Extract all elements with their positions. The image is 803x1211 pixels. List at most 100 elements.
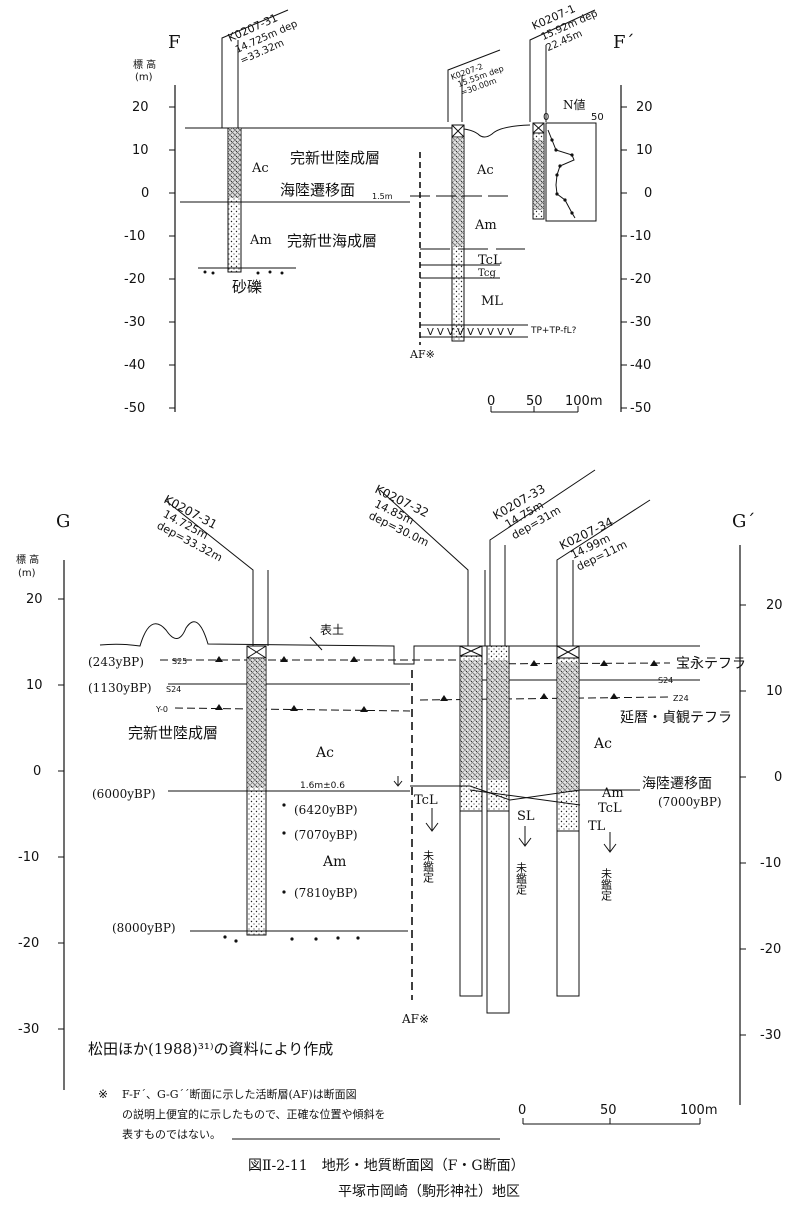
undetermined-label: 未鑑定	[422, 850, 435, 884]
unit-tcg: Tcg	[478, 268, 496, 279]
elevation-header: 標 高	[133, 58, 156, 71]
elevation-header: 標 高	[16, 553, 39, 566]
figure-caption: 図Ⅱ-2-11 地形・地質断面図（F・G断面）	[248, 1158, 525, 1174]
left-axis-ticks: 20 10 0 -10 -20 -30	[18, 592, 64, 1037]
scale-label: 100m	[680, 1103, 717, 1118]
unit-ac-right: Ac	[593, 736, 612, 752]
source-note: 松田ほか(1988)³¹⁾の資料により作成	[88, 1040, 333, 1058]
topsoil-label: 表土	[320, 623, 344, 637]
transgression-surface-label: 海陸遷移面	[642, 776, 712, 792]
unit-am-right: Am	[474, 218, 497, 233]
tick-label: -30	[760, 1028, 781, 1043]
left-axis-ticks: 20 10 0 -10 -20 -30 -40 -50	[124, 100, 175, 416]
unit-ac: Ac	[251, 161, 269, 176]
label-s24-right: S24	[658, 676, 673, 685]
tick-label: -10	[760, 856, 781, 871]
tick-label: 0	[774, 770, 782, 785]
tick-label: -20	[630, 272, 651, 287]
tick-label: -40	[630, 358, 651, 373]
svg-text:V V V V V V V V V: V V V V V V V V V	[427, 327, 514, 338]
tick-label: -50	[630, 401, 651, 416]
fault-label: AF※	[409, 348, 435, 361]
scale-label: 0	[487, 394, 495, 409]
borehole-k0207-32: K0207-32 14.85m dep=30.0m	[367, 482, 486, 997]
unit-am: Am	[322, 854, 346, 870]
tick-label: 20	[26, 592, 43, 607]
age-243: (243yBP)	[88, 655, 144, 669]
tick-label: -30	[630, 315, 651, 330]
fault-label: AF※	[401, 1012, 429, 1026]
section-g-label-left: G	[56, 511, 70, 532]
tick-label: -10	[630, 229, 651, 244]
unit-sl: SL	[517, 809, 535, 824]
unit-am-right: Am	[601, 786, 624, 801]
unit-ac-right: Ac	[476, 163, 494, 178]
tick-label: 10	[636, 143, 653, 158]
scale-label: 0	[518, 1103, 526, 1118]
holocene-land-label: 完新世陸成層	[128, 724, 218, 742]
age-7070: (7070yBP)	[294, 828, 358, 842]
age-7000: (7000yBP)	[658, 795, 722, 809]
tephra-label: TP+TP-fL?	[530, 326, 577, 336]
holocene-land-label: 完新世陸成層	[290, 149, 380, 167]
section-g: G G´ 標 高 (m) 20 10 0 -10 -20 -30 20 10 0…	[16, 469, 783, 1125]
n-value-tick: 0	[543, 112, 549, 123]
n-value-title: N値	[563, 97, 586, 112]
transgression-surface-label: 海陸遷移面	[280, 181, 355, 199]
footnote-mark: ※	[98, 1087, 108, 1101]
section-f: F F´ 標 高 (m) 20 10 0 -10 -20 -30 -40 -50…	[124, 2, 653, 416]
tick-label: -20	[124, 272, 145, 287]
n-value-frame	[545, 122, 597, 222]
tick-label: -20	[18, 936, 39, 951]
n-value-curve	[547, 129, 576, 219]
tick-label: 10	[766, 684, 783, 699]
unit-tcl-right: TcL	[598, 801, 622, 816]
figure-subtitle: 平塚市岡崎（駒形神社）地区	[338, 1183, 520, 1200]
label-y0: Y-0	[155, 705, 168, 714]
footnote-line: F-F´、G-G´´断面に示した活断層(AF)は断面図	[122, 1087, 357, 1101]
tick-label: 0	[33, 764, 41, 779]
footnote-line: 表すものではない。	[122, 1127, 221, 1141]
tick-label: 0	[141, 186, 149, 201]
holocene-marine-label: 完新世海成層	[287, 232, 377, 250]
tick-label: 20	[766, 598, 783, 613]
undetermined-markers: 未鑑定 未鑑定 未鑑定	[422, 808, 617, 902]
tick-label: -30	[124, 315, 145, 330]
scale-bar: 0 50 100m	[487, 394, 602, 413]
n-value-tick: 50	[591, 112, 604, 123]
gravel-label: 砂礫	[232, 278, 262, 296]
scale-label: 50	[600, 1103, 617, 1118]
n-value-chart: N値 0 50	[543, 97, 604, 222]
scale-bar: 0 50 100m	[518, 1103, 717, 1125]
tick-label: -30	[18, 1022, 39, 1037]
unit-am: Am	[249, 233, 272, 248]
section-f-label-left: F	[168, 32, 181, 53]
elevation-unit: (m)	[18, 568, 36, 579]
footnote: ※ F-F´、G-G´´断面に示した活断層(AF)は断面図 の説明上便宜的に示し…	[98, 1087, 500, 1141]
label-s25: S25	[172, 657, 187, 666]
tick-label: 20	[636, 100, 653, 115]
label-z24: Z24	[673, 694, 689, 703]
age-1130: (1130yBP)	[88, 681, 152, 695]
tick-label: 20	[132, 100, 149, 115]
age-6420: (6420yBP)	[294, 803, 358, 817]
undetermined-label: 未鑑定	[600, 868, 613, 902]
age-7810: (7810yBP)	[294, 886, 358, 900]
tephra-horizon-y0	[174, 707, 411, 712]
tick-label: 10	[26, 678, 43, 693]
tick-label: -40	[124, 358, 145, 373]
undetermined-label: 未鑑定	[515, 862, 528, 896]
unit-tcl: TcL	[478, 253, 502, 268]
right-axis-ticks: 20 10 0 -10 -20 -30 -40 -50	[621, 100, 653, 416]
elevation-unit: (m)	[135, 72, 153, 83]
age-8000: (8000yBP)	[112, 921, 176, 935]
tick-label: -10	[124, 229, 145, 244]
tick-label: 0	[644, 186, 652, 201]
unit-tcl: TcL	[414, 793, 438, 808]
tick-label: -20	[760, 942, 781, 957]
offset-value: 1.5m	[372, 192, 393, 201]
offset-value: 1.6m±0.6	[300, 781, 345, 791]
unit-ml: ML	[481, 294, 503, 309]
scale-label: 100m	[565, 394, 602, 409]
